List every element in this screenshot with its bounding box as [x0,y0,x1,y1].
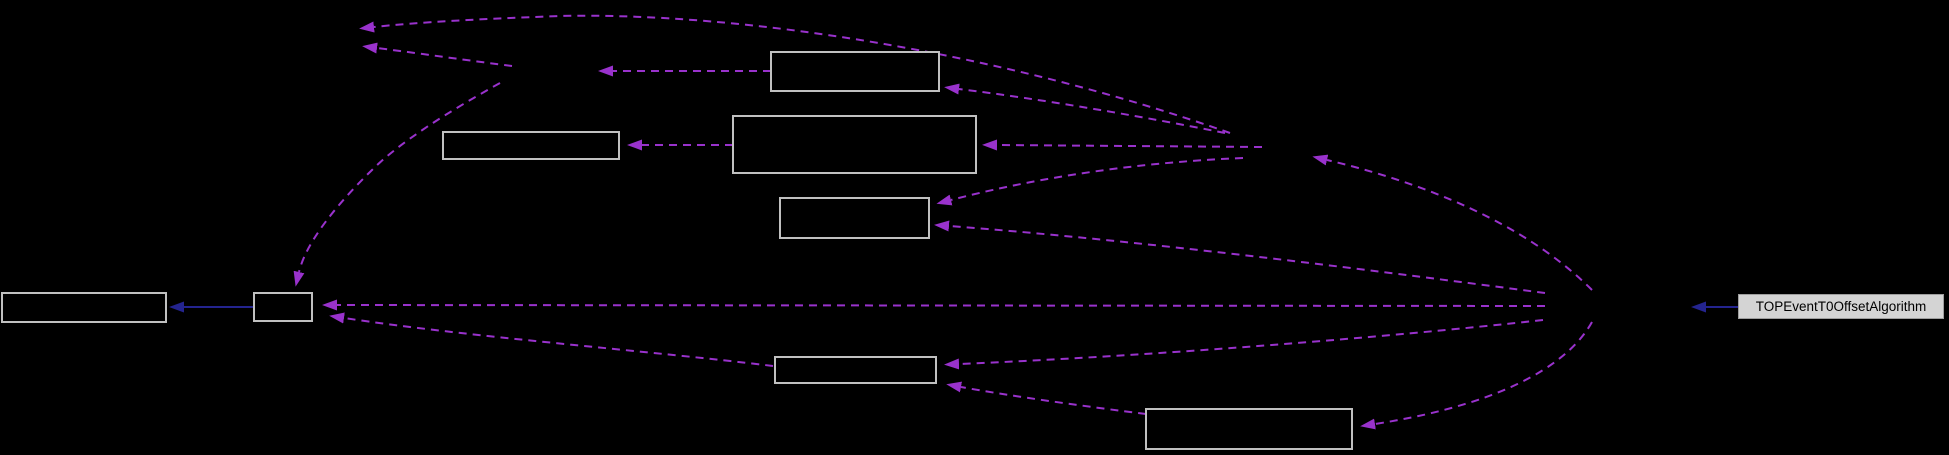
edge-hub-to-center [982,139,1263,151]
edge-top-arc [359,14,1231,134]
edges-layer [169,14,1738,430]
node-box-bottom-right[interactable] [1145,408,1353,450]
edge-bottommid-to-base [329,312,774,367]
edge-right-to-bottommid [944,319,1544,370]
edge-right-to-small [934,220,1546,294]
edge-hub-to-small-upper [936,157,1244,206]
edge-right-to-base [322,299,1546,311]
node-box-bottom-mid[interactable] [774,356,937,384]
edge-right-to-hub [1312,154,1593,291]
node-box-base[interactable] [253,292,313,322]
edge-hub-to-top-box [944,83,1226,134]
edge-left-swoop-to-base [293,82,501,287]
edge-to-topleft-2 [362,42,513,67]
node-box-center-large[interactable] [732,115,977,174]
node-box-top[interactable] [770,51,940,92]
edge-bottomright-to-bottommid [946,381,1147,415]
node-label-topeventt0offsetalgorithm[interactable]: TOPEventT0OffsetAlgorithm [1738,294,1944,319]
nodes-layer [1,51,1353,450]
node-box-mid-left[interactable] [442,131,620,160]
node-box-left[interactable] [1,292,167,323]
edge-right-to-bottomright [1360,321,1593,430]
node-box-center-small[interactable] [779,197,930,239]
